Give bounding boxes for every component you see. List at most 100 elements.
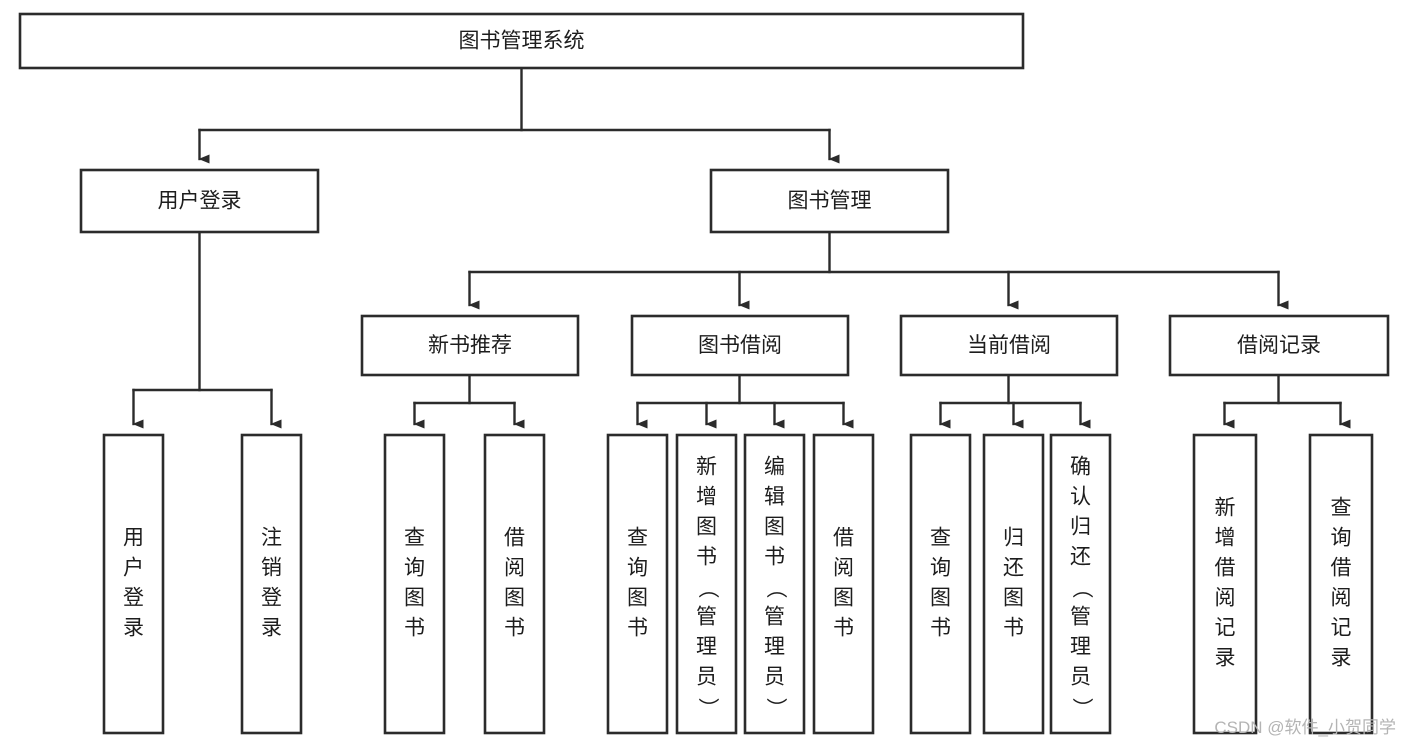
node-box-leaf-user-login[interactable] (102, 433, 165, 735)
svg-text:书: 书 (627, 617, 648, 640)
svg-text:书: 书 (504, 617, 525, 640)
svg-text:录: 录 (261, 617, 282, 640)
svg-text:管: 管 (764, 606, 785, 629)
svg-text:还: 还 (1003, 557, 1024, 580)
svg-text:阅: 阅 (833, 557, 854, 580)
node-leaf-user-login[interactable]: 用户登录 (102, 433, 165, 735)
watermark-text: CSDN @软件_小贺同学 (1214, 718, 1396, 737)
node-box-leaf-confirm-return[interactable] (1049, 433, 1112, 735)
node-box-leaf-user-logout[interactable] (240, 433, 303, 735)
svg-text:书: 书 (1003, 617, 1024, 640)
svg-text:查: 查 (627, 527, 648, 550)
svg-text:员: 员 (1070, 666, 1091, 689)
node-box-leaf-edit-book[interactable] (743, 433, 806, 735)
node-box-book-borrow[interactable] (630, 314, 850, 377)
node-box-leaf-add-book[interactable] (675, 433, 738, 735)
node-box-leaf-query-record[interactable] (1308, 433, 1374, 735)
svg-text:录: 录 (1331, 647, 1352, 670)
node-box-leaf-borrow-book-rec[interactable] (483, 433, 546, 735)
svg-text:辑: 辑 (764, 486, 785, 509)
svg-text:图: 图 (696, 516, 717, 539)
node-root[interactable]: 图书管理系统 (18, 12, 1025, 70)
svg-text:管: 管 (696, 606, 717, 629)
svg-text:登: 登 (261, 587, 282, 610)
svg-text:）: ） (696, 698, 719, 719)
node-box-leaf-query-book-rec[interactable] (383, 433, 446, 735)
node-user-login[interactable]: 用户登录 (79, 168, 320, 234)
node-label-borrow-record: 借阅记录 (1237, 334, 1321, 357)
svg-text:查: 查 (404, 527, 425, 550)
node-new-book-rec[interactable]: 新书推荐 (360, 314, 580, 377)
svg-text:询: 询 (1331, 527, 1352, 550)
node-box-leaf-add-record[interactable] (1192, 433, 1258, 735)
svg-text:用: 用 (123, 527, 144, 550)
node-box-new-book-rec[interactable] (360, 314, 580, 377)
node-borrow-record[interactable]: 借阅记录 (1168, 314, 1390, 377)
node-book-manage[interactable]: 图书管理 (709, 168, 950, 234)
node-box-leaf-query-book-current[interactable] (909, 433, 972, 735)
node-current-borrow[interactable]: 当前借阅 (899, 314, 1119, 377)
node-box-leaf-return-book[interactable] (982, 433, 1045, 735)
node-box-current-borrow[interactable] (899, 314, 1119, 377)
svg-text:阅: 阅 (1215, 587, 1236, 610)
node-box-leaf-borrow-book[interactable] (812, 433, 875, 735)
node-box-root[interactable] (18, 12, 1025, 70)
svg-text:员: 员 (764, 666, 785, 689)
svg-text:书: 书 (404, 617, 425, 640)
svg-text:销: 销 (261, 557, 282, 580)
svg-text:注: 注 (261, 527, 282, 550)
node-layer: 图书管理系统用户登录图书管理新书推荐图书借阅当前借阅借阅记录用户登录注销登录查询… (18, 12, 1390, 735)
node-label-new-book-rec: 新书推荐 (428, 334, 512, 357)
svg-text:登: 登 (123, 587, 144, 610)
svg-text:管: 管 (1070, 606, 1091, 629)
svg-text:图: 图 (1003, 587, 1024, 610)
connector-layer (132, 66, 1351, 429)
svg-text:阅: 阅 (504, 557, 525, 580)
node-box-leaf-query-book-borrow[interactable] (606, 433, 669, 735)
svg-text:增: 增 (696, 486, 717, 509)
node-box-borrow-record[interactable] (1168, 314, 1390, 377)
node-label-book-manage: 图书管理 (788, 190, 872, 213)
svg-text:（: （ (764, 578, 787, 599)
svg-text:图: 图 (833, 587, 854, 610)
node-label-leaf-user-login: 用户登录 (123, 527, 144, 640)
svg-text:借: 借 (1331, 557, 1352, 580)
svg-text:理: 理 (1070, 636, 1091, 659)
node-box-user-login[interactable] (79, 168, 320, 234)
svg-text:借: 借 (833, 527, 854, 550)
svg-text:图: 图 (404, 587, 425, 610)
svg-text:编: 编 (764, 456, 785, 479)
node-box-book-manage[interactable] (709, 168, 950, 234)
svg-text:记: 记 (1331, 617, 1352, 640)
node-label-user-login: 用户登录 (158, 190, 242, 213)
svg-text:查: 查 (1331, 497, 1352, 520)
svg-text:图: 图 (504, 587, 525, 610)
node-label-root: 图书管理系统 (459, 30, 585, 53)
svg-text:图: 图 (930, 587, 951, 610)
svg-text:书: 书 (764, 546, 785, 569)
node-book-borrow[interactable]: 图书借阅 (630, 314, 850, 377)
node-label-current-borrow: 当前借阅 (967, 334, 1051, 357)
svg-text:新: 新 (696, 456, 717, 479)
